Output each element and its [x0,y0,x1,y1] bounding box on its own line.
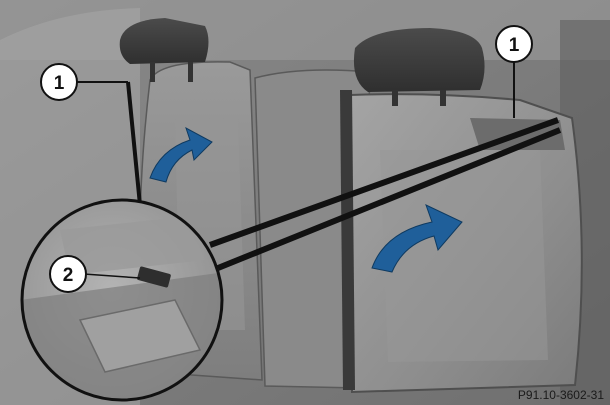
svg-text:2: 2 [63,265,74,286]
left-headrest [120,18,209,64]
callout-1-right: 1 [496,26,532,62]
callout-2: 2 [50,256,86,292]
svg-text:1: 1 [509,35,520,56]
right-headrest [354,28,485,92]
svg-text:1: 1 [54,73,65,94]
image-code: P91.10-3602-31 [518,388,604,402]
callout-1-left: 1 [41,64,77,100]
